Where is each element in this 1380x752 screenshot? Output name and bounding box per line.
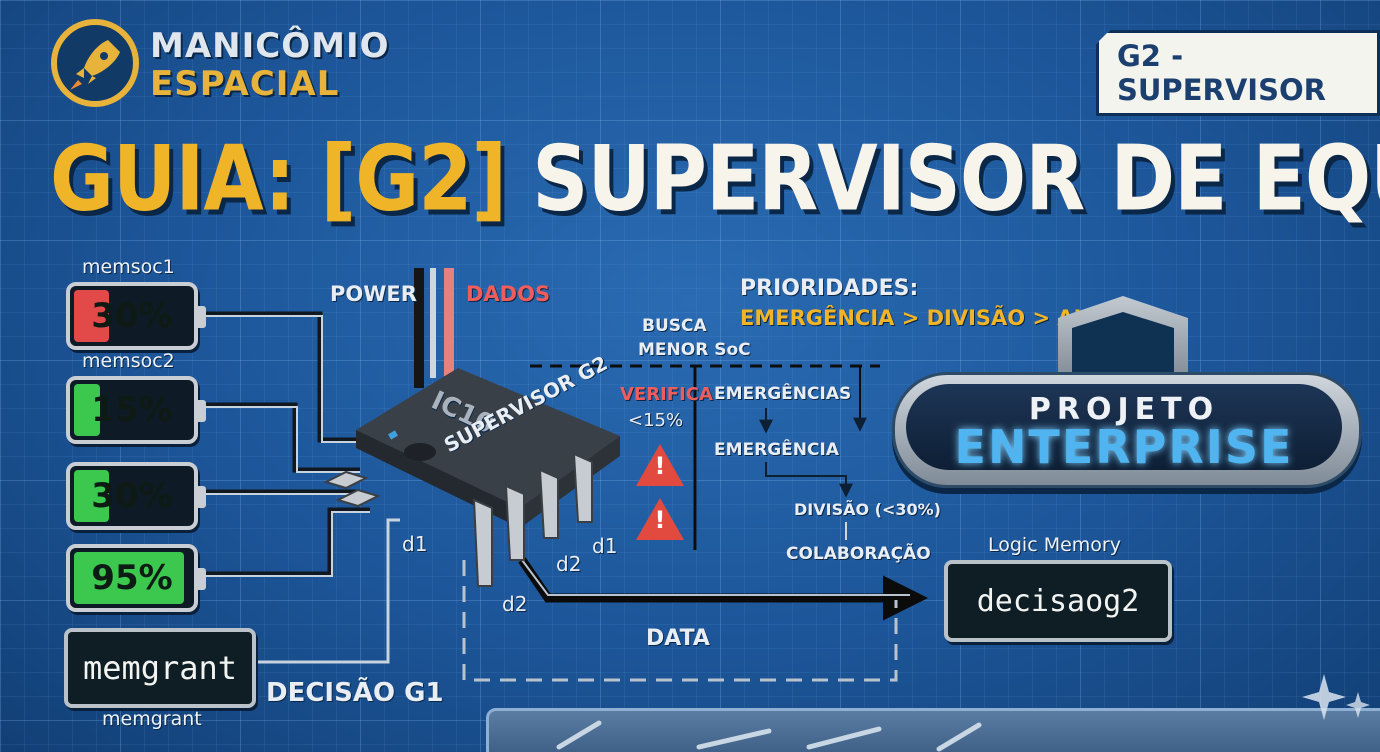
verifica-label-2: <15% bbox=[628, 410, 684, 431]
power-label: POWER bbox=[330, 282, 417, 306]
decisaog2-box: decisaog2 bbox=[944, 560, 1172, 642]
busca-label-2: MENOR SoC bbox=[638, 340, 751, 360]
battery-memsoc1: 30% bbox=[66, 282, 206, 350]
battery-wires bbox=[200, 311, 370, 577]
memgrant-box: memgrant bbox=[64, 628, 256, 708]
battery-fill bbox=[74, 384, 100, 436]
pin-d1-right: d1 bbox=[592, 534, 618, 558]
emblem-small-text: PROJETO bbox=[1028, 392, 1220, 427]
data-arrow-highlight bbox=[521, 559, 910, 596]
colaboracao-label: COLABORAÇÃO bbox=[786, 544, 931, 564]
battery-fill bbox=[74, 290, 109, 342]
battery-terminal bbox=[198, 486, 206, 508]
pin-d2-mid: d2 bbox=[556, 552, 582, 576]
wire-memgrant bbox=[248, 518, 400, 664]
power-wire-2 bbox=[430, 268, 436, 378]
warning-icon: ! bbox=[636, 444, 684, 486]
battery-label-1: memsoc1 bbox=[82, 256, 175, 278]
battery-terminal bbox=[198, 400, 206, 422]
power-wire bbox=[414, 268, 424, 388]
battery-terminal bbox=[198, 568, 206, 590]
rocket-icon bbox=[51, 19, 139, 107]
battery-percent: 30% bbox=[91, 296, 173, 336]
verifica-label-1: VERIFICA bbox=[620, 384, 713, 405]
dados-label: DADOS bbox=[466, 282, 551, 306]
battery-wires-highlight bbox=[200, 315, 370, 577]
decisao-g1-label: DECISÃO G1 bbox=[266, 678, 444, 708]
chip-pins bbox=[323, 452, 593, 587]
emerg-to-div bbox=[765, 462, 853, 498]
divisao-label: DIVISÃO (<30%) bbox=[794, 500, 941, 519]
pin-d1-left: d1 bbox=[402, 532, 428, 556]
battery-percent: 30% bbox=[91, 476, 173, 516]
logic-memory-label: Logic Memory bbox=[988, 534, 1121, 556]
battery-percent: 95% bbox=[91, 558, 173, 598]
warning-icon: ! bbox=[636, 498, 684, 540]
tool-tray bbox=[486, 708, 1380, 752]
pin-d2-bottom: d2 bbox=[502, 592, 528, 616]
battery-4: 95% bbox=[66, 544, 206, 612]
battery-fill bbox=[74, 552, 184, 604]
page-title: GUIA: [G2] SUPERVISOR DE EQUIPE bbox=[50, 128, 1380, 232]
emergencias-label: EMERGÊNCIAS bbox=[714, 384, 852, 404]
memgrant-label: memgrant bbox=[102, 708, 202, 730]
emblem-inner bbox=[906, 384, 1342, 470]
prioridades-title: PRIORIDADES: bbox=[740, 276, 919, 301]
emblem-big-text: ENTERPRISE bbox=[954, 420, 1294, 474]
battery-3: 30% bbox=[66, 462, 206, 530]
section-badge: G2 - SUPERVISOR bbox=[1096, 30, 1380, 116]
data-wire bbox=[444, 268, 454, 376]
busca-label-1: BUSCA bbox=[642, 316, 707, 336]
battery-percent: 15% bbox=[91, 390, 173, 430]
wire-memsoc1 bbox=[200, 311, 360, 443]
title-main: SUPERVISOR DE EQUIPE bbox=[532, 128, 1380, 232]
wrench-icon bbox=[556, 720, 982, 752]
wire-battery4 bbox=[200, 507, 370, 577]
battery-terminal bbox=[198, 306, 206, 328]
battery-fill bbox=[74, 470, 109, 522]
emergencia-label: EMERGÊNCIA bbox=[714, 440, 839, 460]
logo[interactable]: MANICÔMIO ESPACIAL bbox=[50, 18, 389, 108]
busca-down bbox=[853, 365, 867, 432]
sparkle-icon bbox=[1302, 674, 1370, 720]
wire-memsoc2 bbox=[200, 402, 360, 473]
title-code: [G2] bbox=[320, 128, 508, 232]
logo-line1: MANICÔMIO bbox=[150, 26, 390, 66]
logo-line2: ESPACIAL bbox=[150, 64, 340, 104]
battery-label-2: memsoc2 bbox=[82, 350, 175, 372]
title-guia: GUIA: bbox=[50, 128, 295, 232]
data-label: DATA bbox=[646, 626, 710, 651]
battery-memsoc2: 15% bbox=[66, 376, 206, 444]
dashed-return bbox=[462, 560, 898, 682]
